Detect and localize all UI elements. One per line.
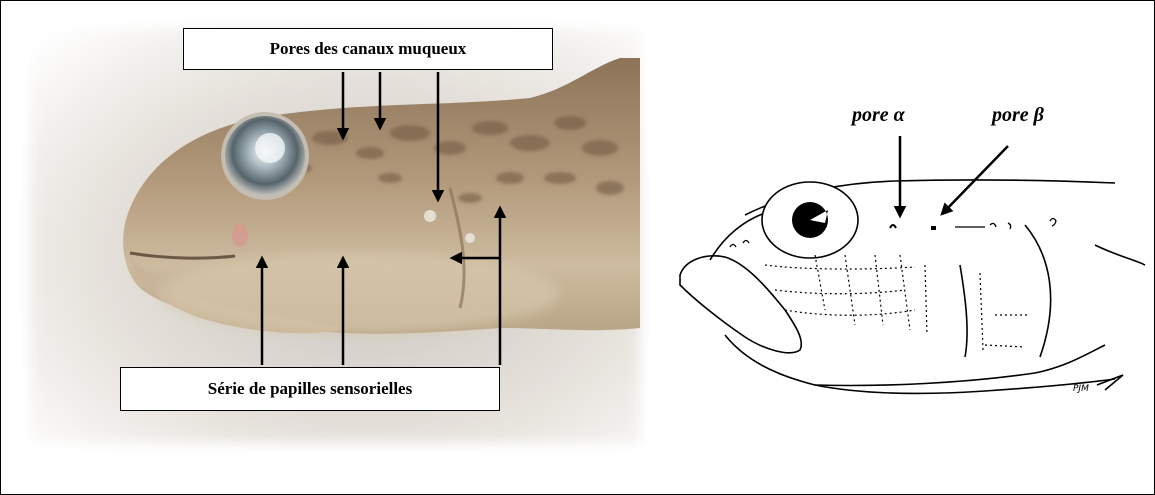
arrow-pore-beta [942,146,1008,214]
